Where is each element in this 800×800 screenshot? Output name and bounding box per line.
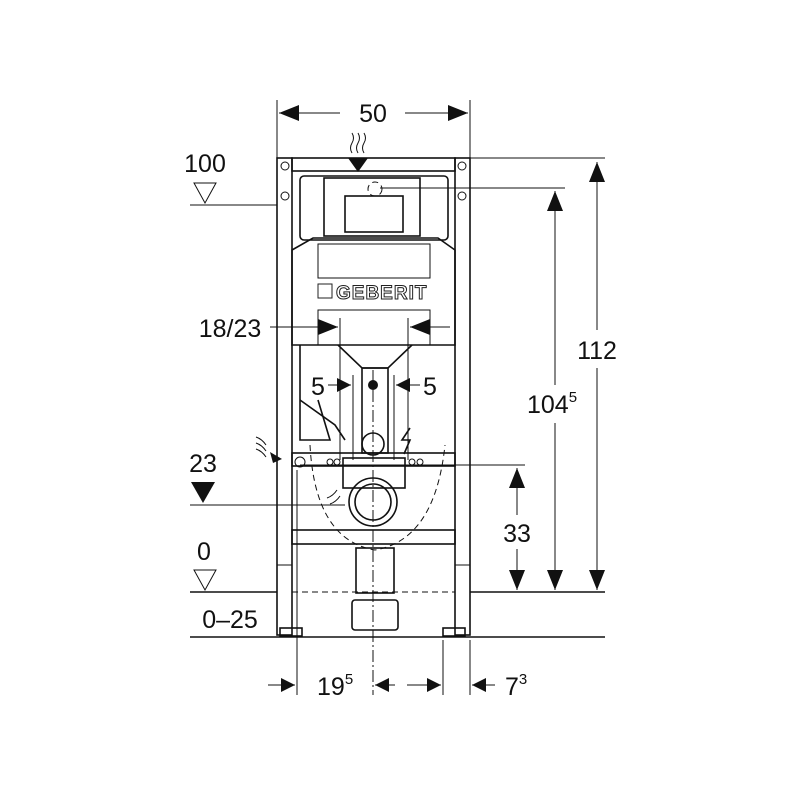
offset-dimensions: 5 5 xyxy=(311,373,437,460)
level-marker-drain: 23 xyxy=(189,436,345,506)
level-top-label: 100 xyxy=(184,150,226,178)
bottom-dimensions: 195 73 xyxy=(268,470,527,701)
bottom-left-sup: 5 xyxy=(345,671,353,688)
main-height-sup: 5 xyxy=(569,389,577,406)
bottom-left-label: 19 xyxy=(317,673,345,701)
drain-connection xyxy=(294,370,446,695)
brand-logo: GEBERIT xyxy=(336,283,427,304)
flush-plate-span-label: 18/23 xyxy=(199,315,262,343)
width-label: 50 xyxy=(359,100,387,128)
offset-left-label: 5 xyxy=(311,373,325,401)
width-dimension: 50 xyxy=(276,100,471,158)
level-marker-top: 100 xyxy=(184,150,277,206)
drain-height-dimension: 33 xyxy=(300,464,536,590)
floor-level: 0 0–25 xyxy=(190,538,605,638)
total-height-label: 112 xyxy=(577,337,617,365)
electric-icon xyxy=(400,427,412,455)
main-height-dimension: 1045 xyxy=(380,187,587,590)
floor-range-label: 0–25 xyxy=(202,606,258,634)
water-inlet-icon xyxy=(348,132,368,172)
svg-text:73: 73 xyxy=(505,671,527,701)
offset-right-label: 5 xyxy=(423,373,437,401)
svg-text:195: 195 xyxy=(317,671,353,701)
level-drain-label: 23 xyxy=(189,450,217,478)
bottom-right-sup: 3 xyxy=(519,671,527,688)
drain-height-label: 33 xyxy=(503,520,531,548)
flush-plate-span: 18/23 xyxy=(199,315,450,460)
svg-text:1045: 1045 xyxy=(527,389,577,419)
bottom-right-label: 7 xyxy=(505,673,519,701)
main-height-label: 104 xyxy=(527,391,569,419)
level-floor-label: 0 xyxy=(197,538,211,566)
total-height-dimension: 112 xyxy=(470,157,622,590)
